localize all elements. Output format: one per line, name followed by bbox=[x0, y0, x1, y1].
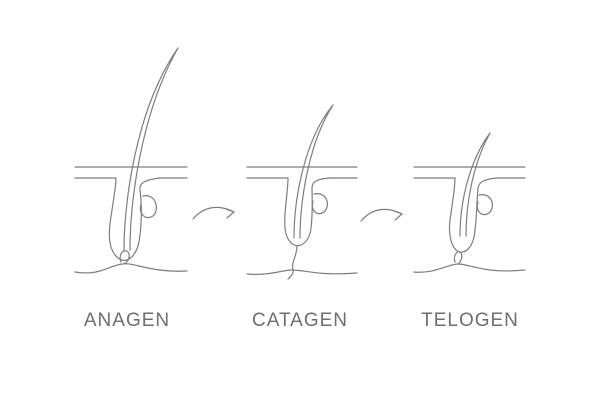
anagen-hair-bulb bbox=[119, 250, 130, 265]
stage-label-anagen: ANAGEN bbox=[83, 310, 171, 331]
telogen-skin-surface bbox=[413, 166, 526, 179]
catagen-follicle bbox=[284, 177, 331, 247]
arrow-right-icon bbox=[360, 208, 403, 222]
stage-label-catagen: CATAGEN bbox=[251, 310, 349, 331]
telogen-illustration bbox=[413, 132, 526, 273]
anagen-dermis-line bbox=[74, 263, 188, 274]
anagen-hair-shaft bbox=[123, 47, 179, 251]
catagen-dermis-line bbox=[246, 269, 358, 276]
catagen-retracting-root bbox=[287, 245, 298, 280]
catagen-hair-shaft bbox=[293, 104, 334, 239]
catagen-illustration bbox=[246, 104, 358, 280]
stage-label-telogen: TELOGEN bbox=[421, 310, 519, 331]
telogen-sebaceous-gland bbox=[476, 194, 493, 216]
anagen-skin-surface bbox=[74, 166, 188, 179]
telogen-follicle bbox=[448, 177, 498, 253]
telogen-dermis-line bbox=[413, 263, 526, 273]
arrow-right-icon bbox=[192, 206, 235, 220]
telogen-hair-shaft bbox=[459, 132, 491, 237]
anagen-follicle bbox=[108, 177, 161, 261]
anagen-illustration bbox=[74, 47, 188, 274]
catagen-skin-surface bbox=[246, 166, 358, 179]
telogen-club-hair-bulb bbox=[453, 251, 463, 264]
catagen-sebaceous-gland bbox=[311, 193, 328, 215]
anagen-sebaceous-gland bbox=[139, 195, 157, 219]
